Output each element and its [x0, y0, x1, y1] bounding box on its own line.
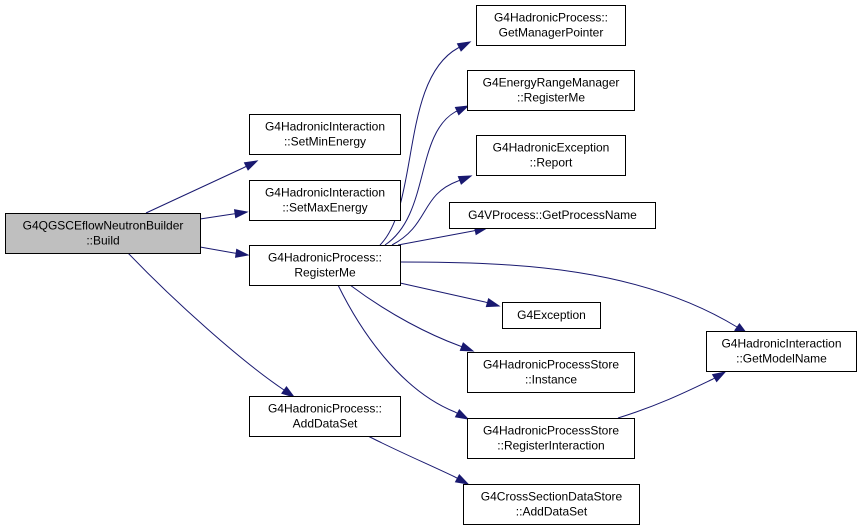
node-label-line: RegisterMe: [294, 266, 356, 280]
edge-arrowhead: [281, 385, 296, 398]
node-label-line: G4Exception: [517, 308, 586, 322]
edge-regme-to-hpsi: [349, 284, 475, 352]
edge-line: [349, 284, 461, 347]
node-hadint-setminenergy[interactable]: G4HadronicInteraction::SetMinEnergy: [249, 114, 401, 155]
edge-line: [399, 261, 738, 328]
node-label-line: ::Instance: [525, 373, 577, 387]
node-hadproc-adddataset[interactable]: G4HadronicProcess::AddDataSet: [249, 396, 401, 437]
node-label-line: G4QGSCEflowNeutronBuilder: [23, 219, 184, 233]
node-crosssectiondatastore-adddataset[interactable]: G4CrossSectionDataStore::AddDataSet: [463, 484, 640, 525]
node-box: [467, 70, 635, 111]
node-box: [449, 202, 656, 229]
node-box: [502, 302, 601, 329]
edge-line: [379, 47, 459, 246]
node-label-line: G4HadronicInteraction: [265, 186, 385, 200]
node-label-line: GetManagerPointer: [499, 26, 604, 40]
edge-arrowhead: [234, 248, 250, 258]
edge-line: [145, 167, 244, 214]
edge-root-to-regme: [199, 246, 250, 258]
node-hadprocstore-instance[interactable]: G4HadronicProcessStore::Instance: [467, 352, 635, 393]
node-label-line: ::GetModelName: [736, 352, 827, 366]
node-box: [476, 135, 626, 176]
edge-regme-to-g4exc: [399, 282, 501, 308]
node-label-line: ::Report: [530, 156, 573, 170]
edge-line: [199, 246, 235, 254]
edge-arrowhead: [457, 175, 473, 185]
node-label-line: ::SetMinEnergy: [284, 135, 366, 149]
node-vprocess-getprocessname[interactable]: G4VProcess::GetProcessName: [449, 202, 656, 229]
node-box: [249, 396, 401, 437]
edges-layer: [127, 41, 749, 485]
edge-arrowhead: [456, 41, 472, 52]
node-box: [5, 213, 201, 254]
node-label-line: G4HadronicProcessStore: [483, 424, 619, 438]
edge-arrowhead: [485, 298, 501, 308]
nodes-layer: G4QGSCEflowNeutronBuilder::BuildG4Hadron…: [5, 5, 857, 525]
edge-adds-to-csds: [367, 435, 470, 485]
node-hadprocstore-registerinteraction[interactable]: G4HadronicProcessStore::RegisterInteract…: [467, 418, 635, 459]
node-box: [467, 418, 635, 459]
edge-line: [384, 111, 456, 246]
node-label-line: G4HadronicProcessStore: [483, 358, 619, 372]
edge-arrowhead: [459, 342, 475, 352]
edge-arrowhead: [243, 160, 259, 171]
node-energyrangemanager-registerme[interactable]: G4EnergyRangeManager::RegisterMe: [467, 70, 635, 111]
edge-line: [199, 213, 234, 220]
edge-root-to-adds: [127, 252, 296, 398]
edge-line-tail: [242, 165, 247, 169]
edge-regme-to-erm: [384, 105, 470, 246]
node-label-line: G4HadronicProcess::: [268, 402, 382, 416]
node-label-line: G4HadronicException: [493, 141, 610, 155]
edge-regme-to-hpsr: [337, 284, 470, 420]
edge-line: [397, 230, 474, 246]
node-label-line: G4EnergyRangeManager: [483, 76, 620, 90]
node-box: [706, 331, 857, 372]
node-box: [467, 352, 635, 393]
edge-line: [127, 252, 285, 391]
node-box: [249, 245, 401, 286]
edge-arrowhead: [454, 105, 470, 116]
node-label-line: G4VProcess::GetProcessName: [468, 208, 637, 222]
edge-line: [337, 284, 456, 413]
node-label-line: G4HadronicInteraction: [721, 337, 841, 351]
node-hadproc-getmanagerpointer[interactable]: G4HadronicProcess::GetManagerPointer: [476, 5, 626, 46]
edge-line: [617, 378, 714, 419]
node-label-line: G4HadronicInteraction: [265, 120, 385, 134]
node-label-line: ::RegisterMe: [517, 91, 585, 105]
edge-arrowhead: [454, 473, 470, 485]
edge-root-to-setmax: [199, 209, 249, 220]
node-g4qgscef-build[interactable]: G4QGSCEflowNeutronBuilder::Build: [5, 213, 201, 254]
node-label-line: ::Build: [86, 234, 119, 248]
edge-hpsr-to-higet: [617, 371, 727, 419]
node-g4exception[interactable]: G4Exception: [502, 302, 601, 329]
node-box: [249, 114, 401, 155]
node-label-line: AddDataSet: [293, 417, 358, 431]
node-box: [249, 180, 401, 221]
edge-arrowhead: [454, 408, 470, 420]
node-label-line: ::AddDataSet: [516, 505, 588, 519]
edge-regme-to-vproc: [397, 226, 489, 246]
node-label-line: ::RegisterInteraction: [497, 439, 604, 453]
edge-regme-to-hexc: [391, 175, 473, 246]
node-hadexception-report[interactable]: G4HadronicException::Report: [476, 135, 626, 176]
edge-arrowhead: [233, 209, 249, 219]
node-label-line: G4HadronicProcess::: [268, 251, 382, 265]
node-label-line: G4CrossSectionDataStore: [481, 490, 623, 504]
edge-line: [399, 282, 486, 303]
node-label-line: ::SetMaxEnergy: [282, 201, 367, 215]
node-hadint-setmaxenergy[interactable]: G4HadronicInteraction::SetMaxEnergy: [249, 180, 401, 221]
node-box: [463, 484, 640, 525]
edge-regme-to-getmp: [379, 41, 472, 246]
node-hadint-getmodelname[interactable]: G4HadronicInteraction::GetModelName: [706, 331, 857, 372]
node-box: [476, 5, 626, 46]
node-hadproc-registerme[interactable]: G4HadronicProcess::RegisterMe: [249, 245, 401, 286]
edge-line: [391, 180, 459, 246]
node-label-line: G4HadronicProcess::: [494, 11, 608, 25]
edge-line: [367, 435, 456, 478]
edge-root-to-setmin: [145, 160, 259, 214]
edge-arrowhead: [711, 371, 727, 383]
